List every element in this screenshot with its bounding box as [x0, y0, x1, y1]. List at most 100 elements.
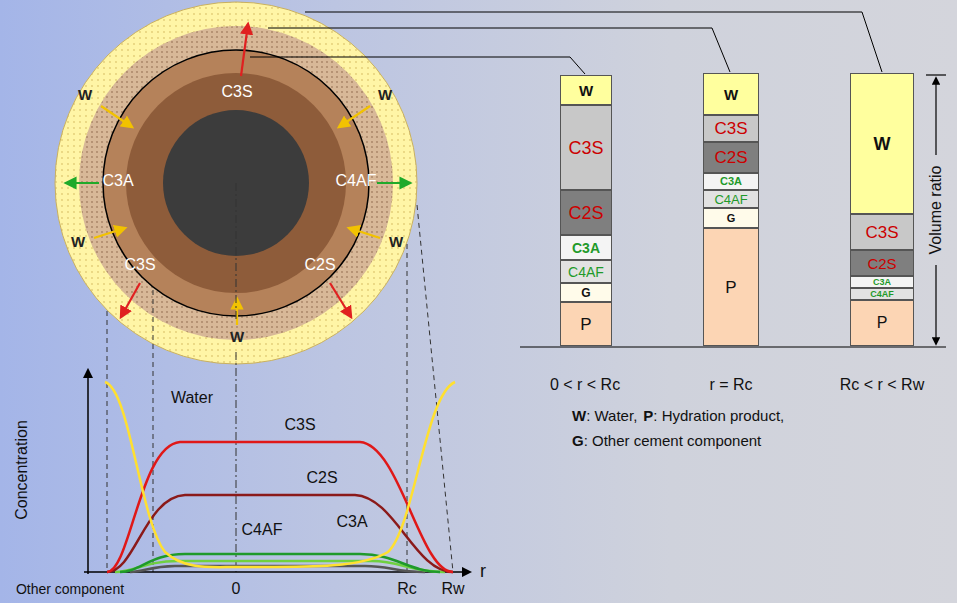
concentration-plot	[84, 370, 470, 574]
label: Rw	[441, 580, 464, 598]
legend-text: : Water,	[586, 407, 637, 424]
ion-arrow	[121, 283, 140, 317]
volume-segment: C4AF	[703, 190, 759, 208]
segment-label: W	[579, 83, 593, 98]
segment-label: G	[581, 287, 590, 299]
ion-arrow	[377, 182, 410, 184]
volume-segment: C3S	[703, 115, 759, 142]
segment-label: C4AF	[714, 193, 747, 206]
center-line	[236, 352, 237, 572]
projection-lines	[107, 183, 453, 572]
volume-segment: W	[850, 73, 914, 214]
label: C4AF	[336, 172, 377, 190]
label: Rc	[397, 580, 417, 598]
water-arrow	[101, 106, 132, 127]
label: W	[230, 329, 244, 346]
segment-label: C3S	[568, 139, 603, 157]
ion-arrow	[241, 24, 248, 76]
volume-segment: P	[850, 300, 914, 346]
center-line	[236, 183, 237, 322]
legend-text: G	[572, 432, 584, 449]
segment-label: C3A	[720, 176, 742, 187]
segment-label: C3S	[865, 224, 898, 241]
c2s-curve	[107, 495, 453, 572]
label: C3S	[221, 83, 252, 101]
volume-segment: C3S	[850, 214, 914, 250]
water-zone	[55, 2, 417, 364]
label: C3S	[284, 416, 315, 434]
arrow	[935, 265, 936, 344]
water-arrow	[339, 106, 370, 127]
legend-text: : Hydration product,	[653, 407, 784, 424]
label: Rc < r < Rw	[840, 376, 924, 394]
ion-arrow	[330, 283, 351, 317]
label: C3A	[102, 172, 133, 190]
c3s-curve	[107, 442, 453, 572]
segment-label: P	[877, 315, 888, 331]
volume-segment: C4AF	[850, 288, 914, 300]
label: Other component	[16, 582, 124, 597]
leader-lines	[250, 12, 882, 74]
segment-label: W	[724, 87, 738, 102]
volume-segment: C2S	[850, 250, 914, 276]
water-arrow	[94, 228, 125, 238]
label: W	[78, 87, 92, 104]
segment-label: C3S	[714, 120, 747, 137]
label: C4AF	[242, 521, 283, 539]
volume-segment: C4AF	[560, 260, 612, 283]
flux-arrows	[66, 24, 410, 325]
volume-segment: P	[703, 228, 759, 346]
label: r = Rc	[709, 376, 752, 394]
water-arrow	[349, 228, 380, 238]
dashed-line	[407, 244, 408, 572]
water-curve	[105, 382, 455, 567]
leader-line	[250, 57, 585, 74]
legend-line: W: Water, P: Hydration product,	[572, 407, 790, 424]
label: Concentration	[13, 420, 31, 520]
label: W	[389, 234, 403, 251]
segment-label: C3A	[572, 241, 600, 255]
volume-segment: C2S	[703, 142, 759, 173]
volume-segment: C3S	[560, 105, 612, 190]
volume-segment: G	[703, 208, 759, 228]
y-axis	[87, 370, 89, 574]
label: Volume ratio	[927, 166, 945, 255]
segment-label: C2S	[568, 204, 603, 222]
cement-particle	[55, 2, 417, 364]
label: 0	[232, 580, 241, 598]
outer-product-zone	[79, 26, 393, 340]
label: C2S	[306, 469, 337, 487]
segment-label: G	[727, 213, 736, 224]
label: r	[480, 562, 486, 582]
label: C3A	[336, 513, 367, 531]
label: W	[378, 87, 392, 104]
volume-segment: C3A	[560, 235, 612, 260]
segment-label: C3A	[873, 278, 891, 287]
volume-arrow	[926, 75, 946, 344]
label: 0 < r < Rc	[550, 376, 620, 394]
segment-label: C4AF	[870, 290, 894, 299]
volume-segment: C3A	[850, 276, 914, 288]
label: W	[71, 234, 85, 251]
legend-text: : Other cement component	[584, 432, 762, 449]
segment-label: C2S	[714, 149, 747, 166]
volume-segment: P	[560, 302, 612, 346]
segment-label: P	[725, 279, 736, 296]
arrow	[935, 78, 936, 155]
segment-label: C2S	[867, 256, 896, 271]
label: C2S	[304, 256, 335, 274]
volume-segment: W	[560, 75, 612, 105]
tick	[926, 74, 946, 75]
legend-text: W	[572, 407, 586, 424]
volume-segment: C2S	[560, 190, 612, 235]
label: C3S	[124, 256, 155, 274]
segment-label: P	[580, 316, 591, 333]
ion-arrow	[66, 182, 99, 184]
volume-segment: C3A	[703, 173, 759, 190]
legend-text: P	[643, 407, 653, 424]
volume-segment: G	[560, 283, 612, 302]
leader-line	[268, 28, 730, 72]
dashed-line	[107, 311, 108, 572]
